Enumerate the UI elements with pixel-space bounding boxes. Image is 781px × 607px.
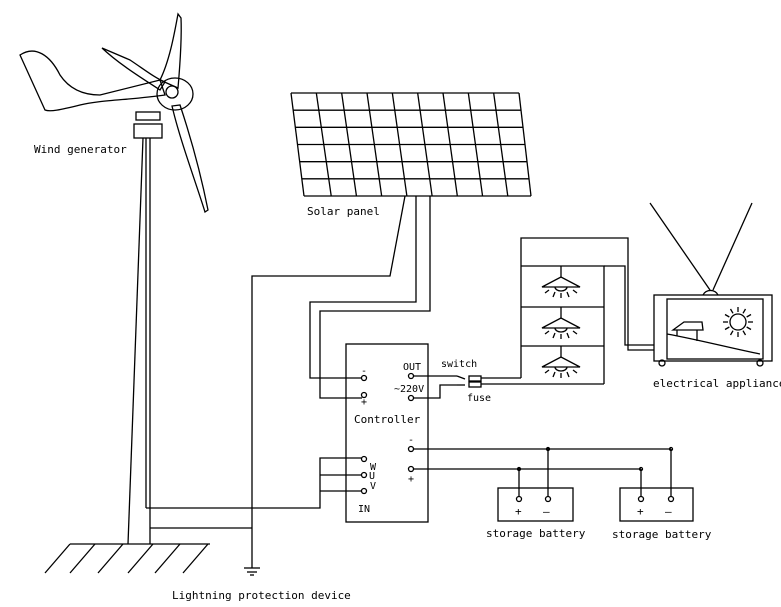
storage-battery-2: [619, 487, 694, 522]
controller-solar-plus: +: [361, 397, 367, 408]
controller-bat-plus: +: [408, 474, 414, 485]
sun-ray: [746, 313, 752, 318]
battery-2-plus: +: [637, 505, 644, 518]
sun-rays: [723, 307, 753, 337]
controller-solar-minus: -: [361, 366, 367, 377]
solar-col-line: [518, 92, 532, 197]
solar-col-line: [290, 92, 305, 197]
blade-left: [101, 47, 166, 91]
lamp-icon: [541, 266, 581, 298]
solar-col-line: [467, 92, 484, 197]
sun-ray: [724, 313, 730, 318]
sun-ray: [742, 308, 747, 314]
solar-col-line: [315, 92, 332, 197]
storage-battery-1: [497, 487, 574, 522]
mount-clamp: [133, 123, 163, 139]
lamp-icon: [541, 346, 581, 378]
wind-generator: [19, 12, 209, 545]
lightning-protection-device: [150, 283, 260, 576]
label-controller: Controller: [354, 413, 421, 426]
solar-col-line: [493, 92, 509, 197]
solar-col-line: [442, 92, 458, 197]
hub-center: [165, 85, 179, 99]
battery-2-minus: —: [665, 505, 672, 518]
switch-and-fuse: [413, 375, 604, 399]
blade-bottom: [171, 104, 209, 214]
sun-ray: [724, 326, 730, 331]
label-storage-battery-2: storage battery: [612, 528, 712, 541]
label-fuse: fuse: [467, 393, 491, 404]
solar-col-line: [391, 92, 408, 197]
solar-col-line: [366, 92, 383, 197]
ground-hatch: [44, 543, 210, 574]
solar-col-line: [417, 92, 433, 197]
lamp-icon: [541, 307, 581, 339]
controller: [345, 343, 429, 523]
label-phase-v: V: [370, 481, 376, 492]
label-storage-battery-1: storage battery: [486, 527, 586, 540]
hub: [156, 77, 194, 111]
battery-1-plus: +: [515, 505, 522, 518]
label-wind-generator: Wind generator: [34, 143, 127, 156]
label-lightning-protection: Lightning protection device: [172, 589, 351, 602]
sun-ray: [729, 330, 734, 336]
label-out: OUT: [403, 362, 421, 373]
lamps: [541, 266, 581, 378]
label-solar-panel: Solar panel: [307, 205, 380, 218]
sun-ray: [742, 330, 747, 336]
label-in: IN: [358, 504, 370, 515]
electrical-appliance: [649, 202, 773, 367]
controller-bat-minus: -: [408, 435, 414, 446]
label-phase-u: U: [369, 471, 375, 482]
battery-1-minus: —: [543, 505, 550, 518]
mount-bracket: [135, 111, 161, 121]
label-phase-w: W: [370, 462, 377, 473]
solar-panel: [290, 92, 532, 197]
tail-vane: [19, 50, 166, 112]
label-switch: switch: [441, 359, 477, 370]
solar-col-line: [341, 92, 358, 197]
lamps-block: [520, 237, 654, 384]
label-voltage: ~220V: [394, 384, 424, 395]
sun-ray: [729, 308, 734, 314]
solar-wiring: [251, 195, 431, 399]
tower-left: [127, 137, 144, 545]
blade-top: [159, 12, 182, 89]
sun-ray: [746, 326, 752, 331]
label-electrical-appliance: electrical appliance: [653, 377, 781, 390]
battery-wiring: [413, 446, 674, 497]
wind-wiring: [146, 457, 362, 509]
